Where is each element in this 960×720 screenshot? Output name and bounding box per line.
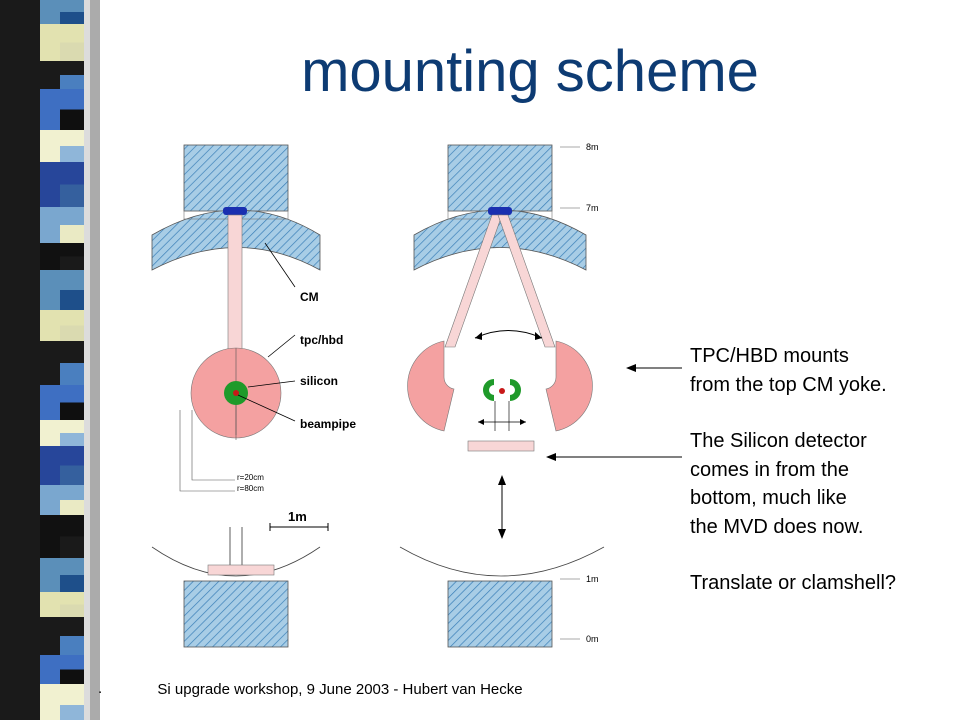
height-scale: 8m 7m 1m 0m xyxy=(560,142,599,644)
beampipe-left xyxy=(233,390,239,396)
label-beampipe: beampipe xyxy=(300,417,356,431)
slide-title: mounting scheme xyxy=(301,39,759,104)
mount-clamp-right xyxy=(488,207,512,215)
label-tpc-hbd: tpc/hbd xyxy=(300,333,343,347)
tick-7m: 7m xyxy=(586,203,599,213)
pointer-arrows xyxy=(546,364,682,461)
beampipe-right xyxy=(499,388,505,394)
label-scale: 1m xyxy=(288,509,307,524)
tpc-rod-left xyxy=(227,214,243,354)
note-silicon-2: comes in from the xyxy=(690,458,849,481)
tick-8m: 8m xyxy=(586,142,599,152)
silicon-half-right xyxy=(510,379,521,401)
tpc-half-left xyxy=(407,340,455,432)
tpc-rod-right-b xyxy=(497,214,556,348)
note-mount-1: TPC/HBD mounts xyxy=(690,345,849,367)
notes-block: TPC/HBD mounts from the top CM yoke. The… xyxy=(690,342,896,598)
yoke-bottom-right xyxy=(447,580,553,648)
footer-mark: . xyxy=(98,680,103,697)
silicon-carrier-left xyxy=(207,564,275,576)
note-silicon-4: the MVD does now. xyxy=(690,515,864,538)
tick-1m: 1m xyxy=(586,574,599,584)
note-question: Translate or clamshell? xyxy=(690,572,897,594)
mounting-diagram: CM tpc/hbd silicon beampipe r=20cm r=80c… xyxy=(151,142,605,648)
cm-yoke-right xyxy=(413,209,587,271)
silicon-carrier-right xyxy=(467,440,535,452)
right-assembly xyxy=(399,144,605,648)
slide-footer: Si upgrade workshop, 9 June 2003 - Huber… xyxy=(157,681,523,698)
silicon-half-left xyxy=(483,379,494,401)
yoke-top-left xyxy=(183,144,289,212)
label-r20: r=20cm xyxy=(237,473,264,482)
yoke-bottom-left xyxy=(183,580,289,648)
note-silicon-1: The Silicon detector xyxy=(690,430,867,452)
tick-0m: 0m xyxy=(586,634,599,644)
label-r80: r=80cm xyxy=(237,484,264,493)
note-silicon-3: bottom, much like xyxy=(690,487,847,509)
note-mount-2: from the top CM yoke. xyxy=(690,373,887,396)
label-cm: CM xyxy=(300,290,319,304)
left-assembly: CM tpc/hbd silicon beampipe r=20cm r=80c… xyxy=(151,144,356,648)
yoke-top-right xyxy=(447,144,553,212)
sidebar-strip xyxy=(0,0,108,720)
tpc-half-right xyxy=(545,340,593,432)
label-silicon: silicon xyxy=(300,374,338,388)
mount-clamp-left xyxy=(223,207,247,215)
